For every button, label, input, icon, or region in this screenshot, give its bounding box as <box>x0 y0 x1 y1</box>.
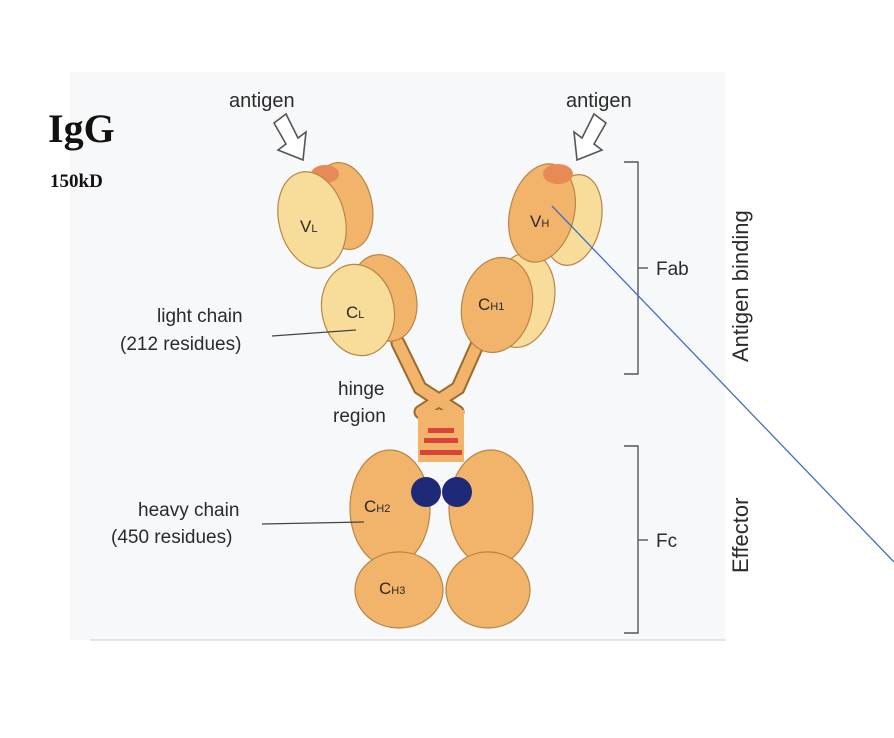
vl-domain <box>277 171 347 269</box>
light-chain-label: light chain <box>157 306 243 327</box>
ch2-domain-right <box>448 449 534 567</box>
disulfide-bonds <box>420 428 462 455</box>
vl-label: VL <box>300 217 317 236</box>
carbohydrate-right <box>442 477 472 507</box>
antigen-label-left: antigen <box>229 90 295 112</box>
hinge-region-label: region <box>333 406 386 427</box>
fc-bracket <box>624 445 648 634</box>
hinge-label: hinge <box>338 379 385 400</box>
fab-arm-right <box>460 163 603 354</box>
cl-domain <box>320 263 396 357</box>
fc-region <box>349 449 534 629</box>
fab-arm-left <box>277 161 418 357</box>
ch3-domain-right <box>445 551 531 629</box>
fab-bracket <box>624 161 648 375</box>
antigen-label-right: antigen <box>566 90 632 112</box>
antigen-arrow-left <box>272 112 307 162</box>
carbohydrate-left <box>411 477 441 507</box>
vh-label: VH <box>530 212 549 231</box>
heavy-chain-label: heavy chain <box>138 500 239 521</box>
cl-label: CL <box>346 303 364 322</box>
ch2-label: CH2 <box>364 497 390 516</box>
heavy-chain-residues: (450 residues) <box>111 527 232 548</box>
fc-label: Fc <box>656 531 677 552</box>
antigen-arrow-right <box>573 112 608 162</box>
title: IgG <box>48 106 115 151</box>
light-chain-leader <box>271 329 357 337</box>
effector-label: Effector <box>728 498 753 573</box>
antigen-binding-label: Antigen binding <box>728 210 753 362</box>
ch1-label: CH1 <box>478 295 504 314</box>
pointer-line <box>551 205 894 563</box>
fab-label: Fab <box>656 259 689 280</box>
heavy-chain-leader <box>261 521 365 525</box>
ch3-label: CH3 <box>379 579 405 598</box>
variable-tip-right <box>543 164 573 184</box>
ch3-domain-left <box>354 551 444 629</box>
mass-label: 150kD <box>50 171 103 192</box>
light-chain-residues: (212 residues) <box>120 334 241 355</box>
ch1-domain <box>460 256 534 354</box>
